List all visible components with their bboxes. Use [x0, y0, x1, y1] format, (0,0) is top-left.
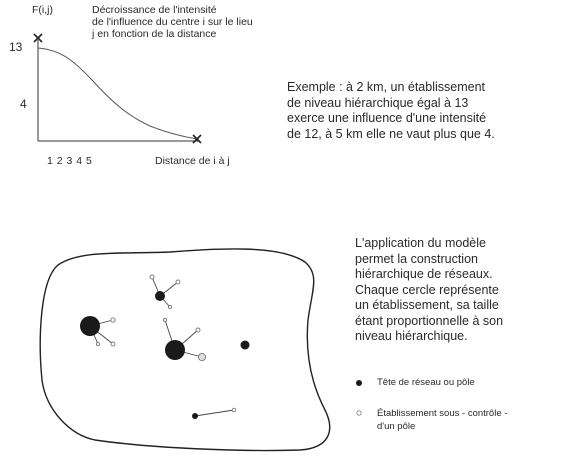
- legend-sub-label: Établissement sous - contrôle - d'un pôl…: [377, 408, 508, 432]
- legend-sub-symbol: [356, 410, 362, 416]
- decay-curve: [37, 47, 198, 140]
- y-tick-4: 4: [20, 97, 27, 111]
- graph-title: Décroissance de l'intensité de l'influen…: [92, 4, 253, 40]
- legend-pole-label: Tête de réseau ou pôle: [377, 377, 475, 388]
- y-tick-13: 13: [9, 40, 23, 54]
- end-marker-x: [192, 134, 202, 144]
- x-tick-labels: 1 2 3 4 5: [47, 155, 93, 167]
- pole-small-right: [240, 340, 250, 350]
- pole-small-bottom: [192, 413, 198, 419]
- model-description: L'application du modèle permet la constr…: [355, 236, 504, 343]
- pole-large-center: [165, 340, 185, 360]
- subordinate-points: [95, 274, 237, 413]
- y-axis-label: F(i,j): [32, 4, 53, 16]
- legend-pole-symbol: [356, 380, 362, 386]
- example-text: Exemple : à 2 km, un établissement de ni…: [287, 80, 495, 141]
- region-outline: [39, 248, 331, 452]
- x-axis-label: Distance de i à j: [155, 155, 230, 167]
- pole-medium-top: [155, 291, 165, 301]
- pole-large-left: [80, 316, 100, 336]
- top-marker-x: [33, 33, 43, 43]
